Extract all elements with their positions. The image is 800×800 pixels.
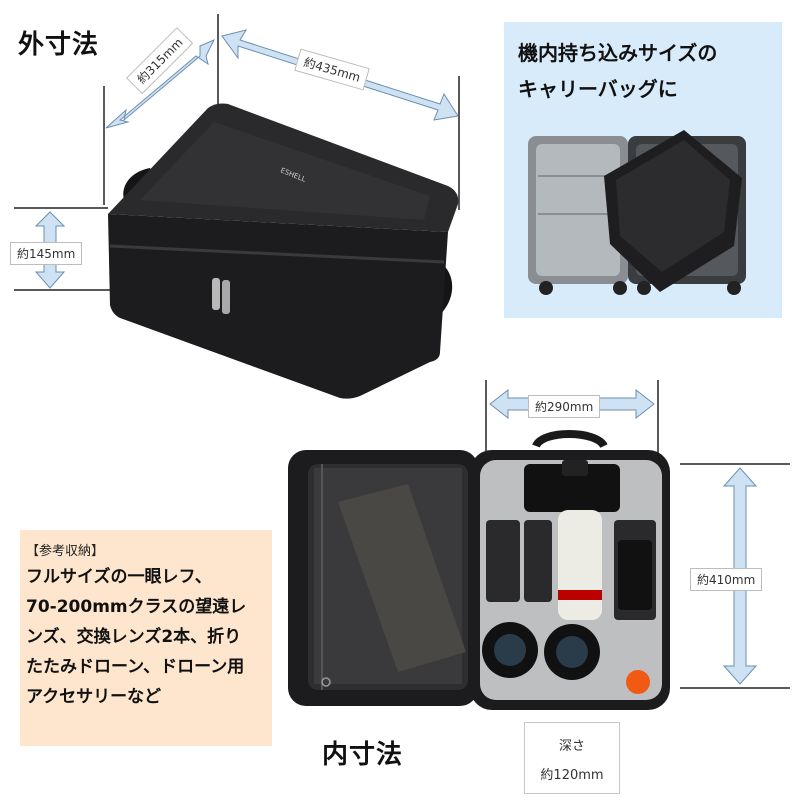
outer-bag: ESHELL xyxy=(108,103,459,399)
suitcase-illustration xyxy=(528,130,746,295)
outer-bag-illustration: ESHELL xyxy=(14,14,460,399)
open-bag-interior xyxy=(470,450,670,710)
carry-on-panel: 機内持ち込みサイズの キャリーバッグに xyxy=(504,22,782,318)
inner-width-label: 約290mm xyxy=(528,395,601,418)
storage-note-body: フルサイズの一眼レフ、 70-200mmクラスの望遠レ ンズ、交換レンズ2本、折… xyxy=(26,562,270,712)
carry-on-text-line2: キャリーバッグに xyxy=(518,77,678,101)
carry-on-text-line1: 機内持ち込みサイズの xyxy=(518,41,718,65)
storage-note-title: 【参考収納】 xyxy=(26,544,105,559)
inner-height-label: 約410mm xyxy=(690,568,763,591)
storage-note-line: ンズ、交換レンズ2本、折り xyxy=(26,627,242,647)
inner-depth-label: 約120mm xyxy=(540,768,604,783)
storage-note-line: フルサイズの一眼レフ、 xyxy=(26,567,212,587)
outer-dimension-title: 外寸法 xyxy=(18,30,100,60)
storage-note-line: たたみドローン、ドローン用 xyxy=(26,657,245,677)
inner-depth-box: 深さ 約120mm xyxy=(524,722,620,794)
inner-bag-illustration xyxy=(288,380,790,710)
inner-dimension-title: 内寸法 xyxy=(322,740,404,770)
outer-height-label: 約145mm xyxy=(10,242,83,265)
outer-depth-arrow xyxy=(105,39,216,129)
storage-note-line: アクセサリーなど xyxy=(26,687,162,707)
storage-note-panel: 【参考収納】 フルサイズの一眼レフ、 70-200mmクラスの望遠レ ンズ、交換… xyxy=(20,530,272,746)
storage-note-line: 70-200mmクラスの望遠レ xyxy=(26,597,247,617)
inner-depth-caption: 深さ xyxy=(558,739,585,754)
open-bag-lid xyxy=(288,450,478,706)
